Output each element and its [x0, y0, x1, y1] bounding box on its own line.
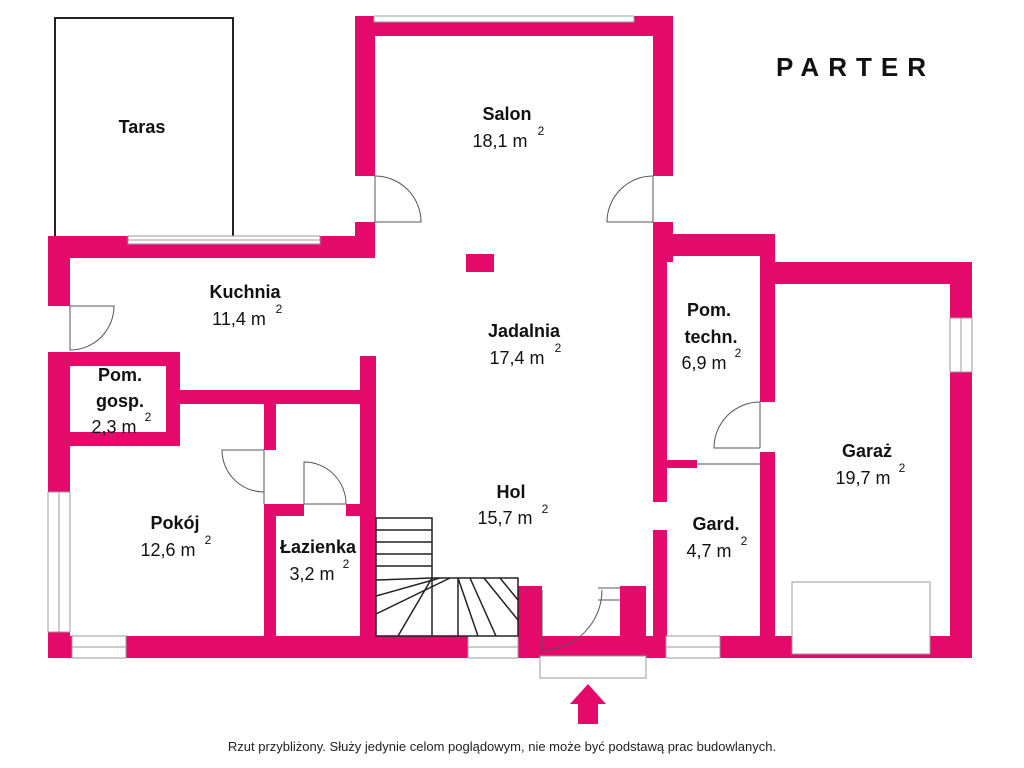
wall-kitchen-stub [360, 356, 376, 442]
wall-salon-right [653, 16, 673, 176]
wall-hol-right-lower [653, 530, 667, 640]
room-label-pom-techn-1: Pom. [687, 300, 731, 320]
windows [47, 15, 973, 679]
room-label-pokoj: Pokój [150, 513, 199, 533]
wall-bedroom-right [264, 398, 276, 450]
entry-step [539, 655, 647, 679]
room-label-taras: Taras [119, 117, 166, 137]
wall-left-mid [48, 352, 70, 492]
room-area-pom-techn: 6,9 m [681, 353, 726, 373]
wall-tech-right [760, 234, 775, 402]
plan-title: PARTER [776, 52, 935, 82]
doors [48, 175, 761, 651]
room-area-pokoj-exp: 2 [205, 533, 212, 547]
wall-tech-bottom [667, 460, 697, 468]
wall-garage-top [760, 262, 972, 284]
room-label-pom-gosp-1: Pom. [98, 365, 142, 385]
footer-note: Rzut przybliżony. Służy jedynie celom po… [228, 739, 776, 754]
stairs [375, 517, 519, 637]
wall-garage-right-upper [950, 262, 972, 318]
wall-gard-right [760, 452, 775, 642]
room-area-kuchnia-exp: 2 [276, 302, 283, 316]
wall-kitchen-partition [166, 390, 366, 404]
wall-garage-right-lower [950, 372, 972, 658]
room-label-salon: Salon [482, 104, 531, 124]
room-area-lazienka-exp: 2 [343, 557, 350, 571]
room-area-garaz: 19,7 m [835, 468, 890, 488]
room-area-garaz-exp: 2 [899, 461, 906, 475]
room-area-salon-exp: 2 [538, 124, 545, 138]
room-label-pom-techn-2: techn. [684, 327, 737, 347]
room-area-pokoj: 12,6 m [140, 540, 195, 560]
wall-bathroom-right [360, 440, 376, 644]
room-area-jadalnia-exp: 2 [555, 341, 562, 355]
room-label-kuchnia: Kuchnia [209, 282, 281, 302]
wall-gosp-top [48, 352, 180, 366]
room-label-garaz: Garaż [842, 441, 892, 461]
room-area-jadalnia: 17,4 m [489, 348, 544, 368]
room-label-hol: Hol [497, 482, 526, 502]
wall-bathroom-top [264, 504, 304, 516]
room-label-pom-gosp-2: gosp. [96, 391, 144, 411]
room-area-gard: 4,7 m [686, 541, 731, 561]
wall-hol-right-upper [653, 222, 667, 502]
room-area-salon: 18,1 m [472, 131, 527, 151]
room-label-gard: Gard. [692, 514, 739, 534]
column [466, 254, 494, 272]
wall-tech-top [653, 234, 775, 256]
wall-salon-left [355, 16, 375, 176]
wall-entry-right [620, 586, 646, 658]
room-area-pom-gosp: 2,3 m [91, 417, 136, 437]
wall-left-upper [48, 236, 70, 306]
wall-bedroom-right-lower [264, 504, 276, 644]
room-area-kuchnia: 11,4 m [212, 309, 266, 329]
window-salon-top [373, 15, 635, 23]
garage-gate [791, 581, 931, 655]
room-area-pom-techn-exp: 2 [735, 346, 742, 360]
entry-arrow [570, 684, 606, 724]
room-area-pom-gosp-exp: 2 [145, 410, 152, 424]
wall-entry-left [518, 586, 542, 658]
room-area-hol-exp: 2 [542, 502, 549, 516]
room-area-gard-exp: 2 [741, 534, 748, 548]
wall-gosp-bottom [48, 432, 180, 446]
room-label-lazienka: Łazienka [280, 537, 357, 557]
room-area-lazienka: 3,2 m [289, 564, 334, 584]
room-label-jadalnia: Jadalnia [488, 321, 561, 341]
room-area-hol: 15,7 m [477, 508, 532, 528]
